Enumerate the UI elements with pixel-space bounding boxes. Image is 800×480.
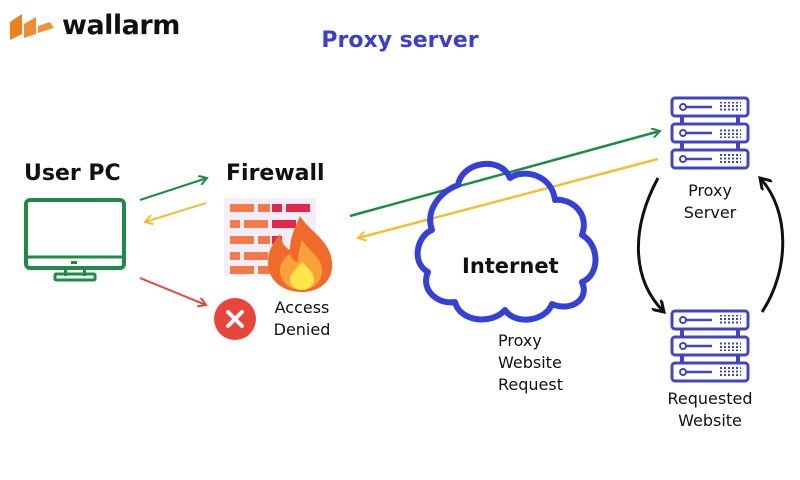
firewall-label: Firewall bbox=[226, 161, 325, 186]
access-denied-line2: Denied bbox=[273, 320, 331, 339]
proxy-request-line2: Website bbox=[498, 353, 562, 372]
return-arrow-website-to-proxy bbox=[760, 178, 785, 313]
proxy-request-line3: Request bbox=[498, 375, 563, 394]
brand-name: wallarm bbox=[62, 10, 180, 41]
requested-website-server-icon bbox=[670, 309, 750, 383]
request-arrow-pc-to-firewall bbox=[139, 178, 207, 201]
proxy-server-line2: Server bbox=[683, 203, 737, 222]
access-denied-line1: Access bbox=[274, 298, 330, 317]
requested-website-line1: Requested bbox=[667, 389, 753, 408]
access-denied-icon bbox=[214, 298, 256, 340]
blocked-arrow-pc-to-denied bbox=[139, 277, 206, 305]
monitor-icon bbox=[24, 198, 126, 282]
proxy-server-line1: Proxy bbox=[688, 181, 732, 200]
forward-arrow-proxy-to-website bbox=[636, 177, 664, 312]
internet-cloud-icon bbox=[414, 160, 599, 323]
proxy-server-label: Proxy Server bbox=[670, 180, 750, 224]
requested-website-line2: Website bbox=[678, 411, 742, 430]
wallarm-logo-icon bbox=[10, 14, 54, 40]
access-denied-label: Access Denied bbox=[262, 297, 342, 341]
requested-website-label: Requested Website bbox=[655, 388, 765, 432]
internet-label: Internet bbox=[462, 254, 559, 278]
proxy-request-line1: Proxy bbox=[498, 331, 542, 350]
proxy-server-icon bbox=[670, 96, 750, 170]
user-pc-label: User PC bbox=[24, 161, 121, 186]
response-arrow-firewall-to-pc bbox=[145, 202, 207, 222]
response-arrow-proxy-to-firewall bbox=[358, 157, 659, 238]
page-title: Proxy server bbox=[321, 28, 479, 53]
firewall-icon bbox=[224, 198, 333, 292]
proxy-request-annotation: Proxy Website Request bbox=[498, 330, 563, 396]
